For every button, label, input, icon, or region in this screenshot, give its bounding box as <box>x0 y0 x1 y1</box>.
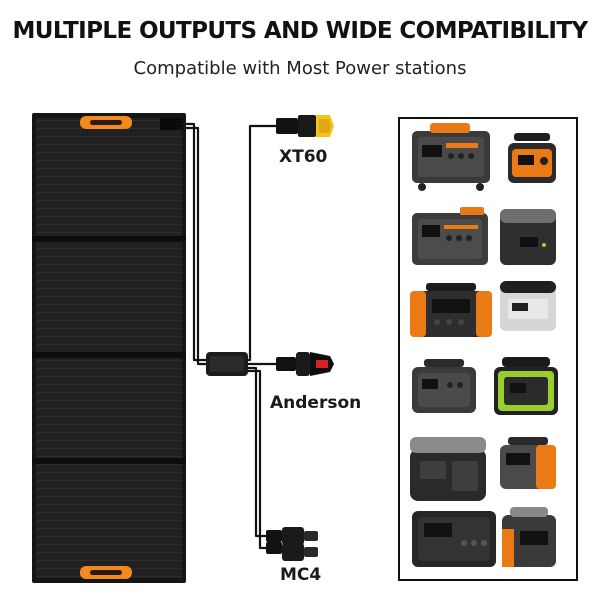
power-station-icon <box>502 507 556 567</box>
xt60-label: XT60 <box>279 147 328 167</box>
solar-panel <box>32 113 186 583</box>
page-subtitle: Compatible with Most Power stations <box>133 58 467 79</box>
power-station-icon <box>412 359 476 413</box>
power-station-icon <box>412 511 496 567</box>
panel-section-2 <box>36 242 182 352</box>
page-title: MULTIPLE OUTPUTS AND WIDE COMPATIBILITY <box>12 18 588 44</box>
power-stations-illustration <box>410 123 558 567</box>
power-station-icon <box>494 357 558 415</box>
mc4-connector-icon <box>266 527 318 561</box>
anderson-label: Anderson <box>270 393 362 413</box>
anderson-connector-icon <box>276 352 334 376</box>
power-station-icon <box>500 209 556 265</box>
xt60-connector-icon <box>276 115 334 137</box>
panel-section-3 <box>36 358 182 458</box>
power-station-icon <box>412 207 488 265</box>
power-station-icon <box>410 283 492 337</box>
compatible-stations-panel <box>398 117 578 581</box>
power-station-icon <box>412 123 490 191</box>
panel-section-1 <box>36 118 182 236</box>
power-station-icon <box>410 437 486 501</box>
mc4-label: MC4 <box>280 565 322 585</box>
power-station-icon <box>500 281 556 331</box>
panel-section-4 <box>36 464 182 578</box>
power-station-icon <box>508 133 556 183</box>
power-station-icon <box>500 437 556 489</box>
cables <box>176 122 278 550</box>
y-splitter-icon <box>206 352 248 376</box>
